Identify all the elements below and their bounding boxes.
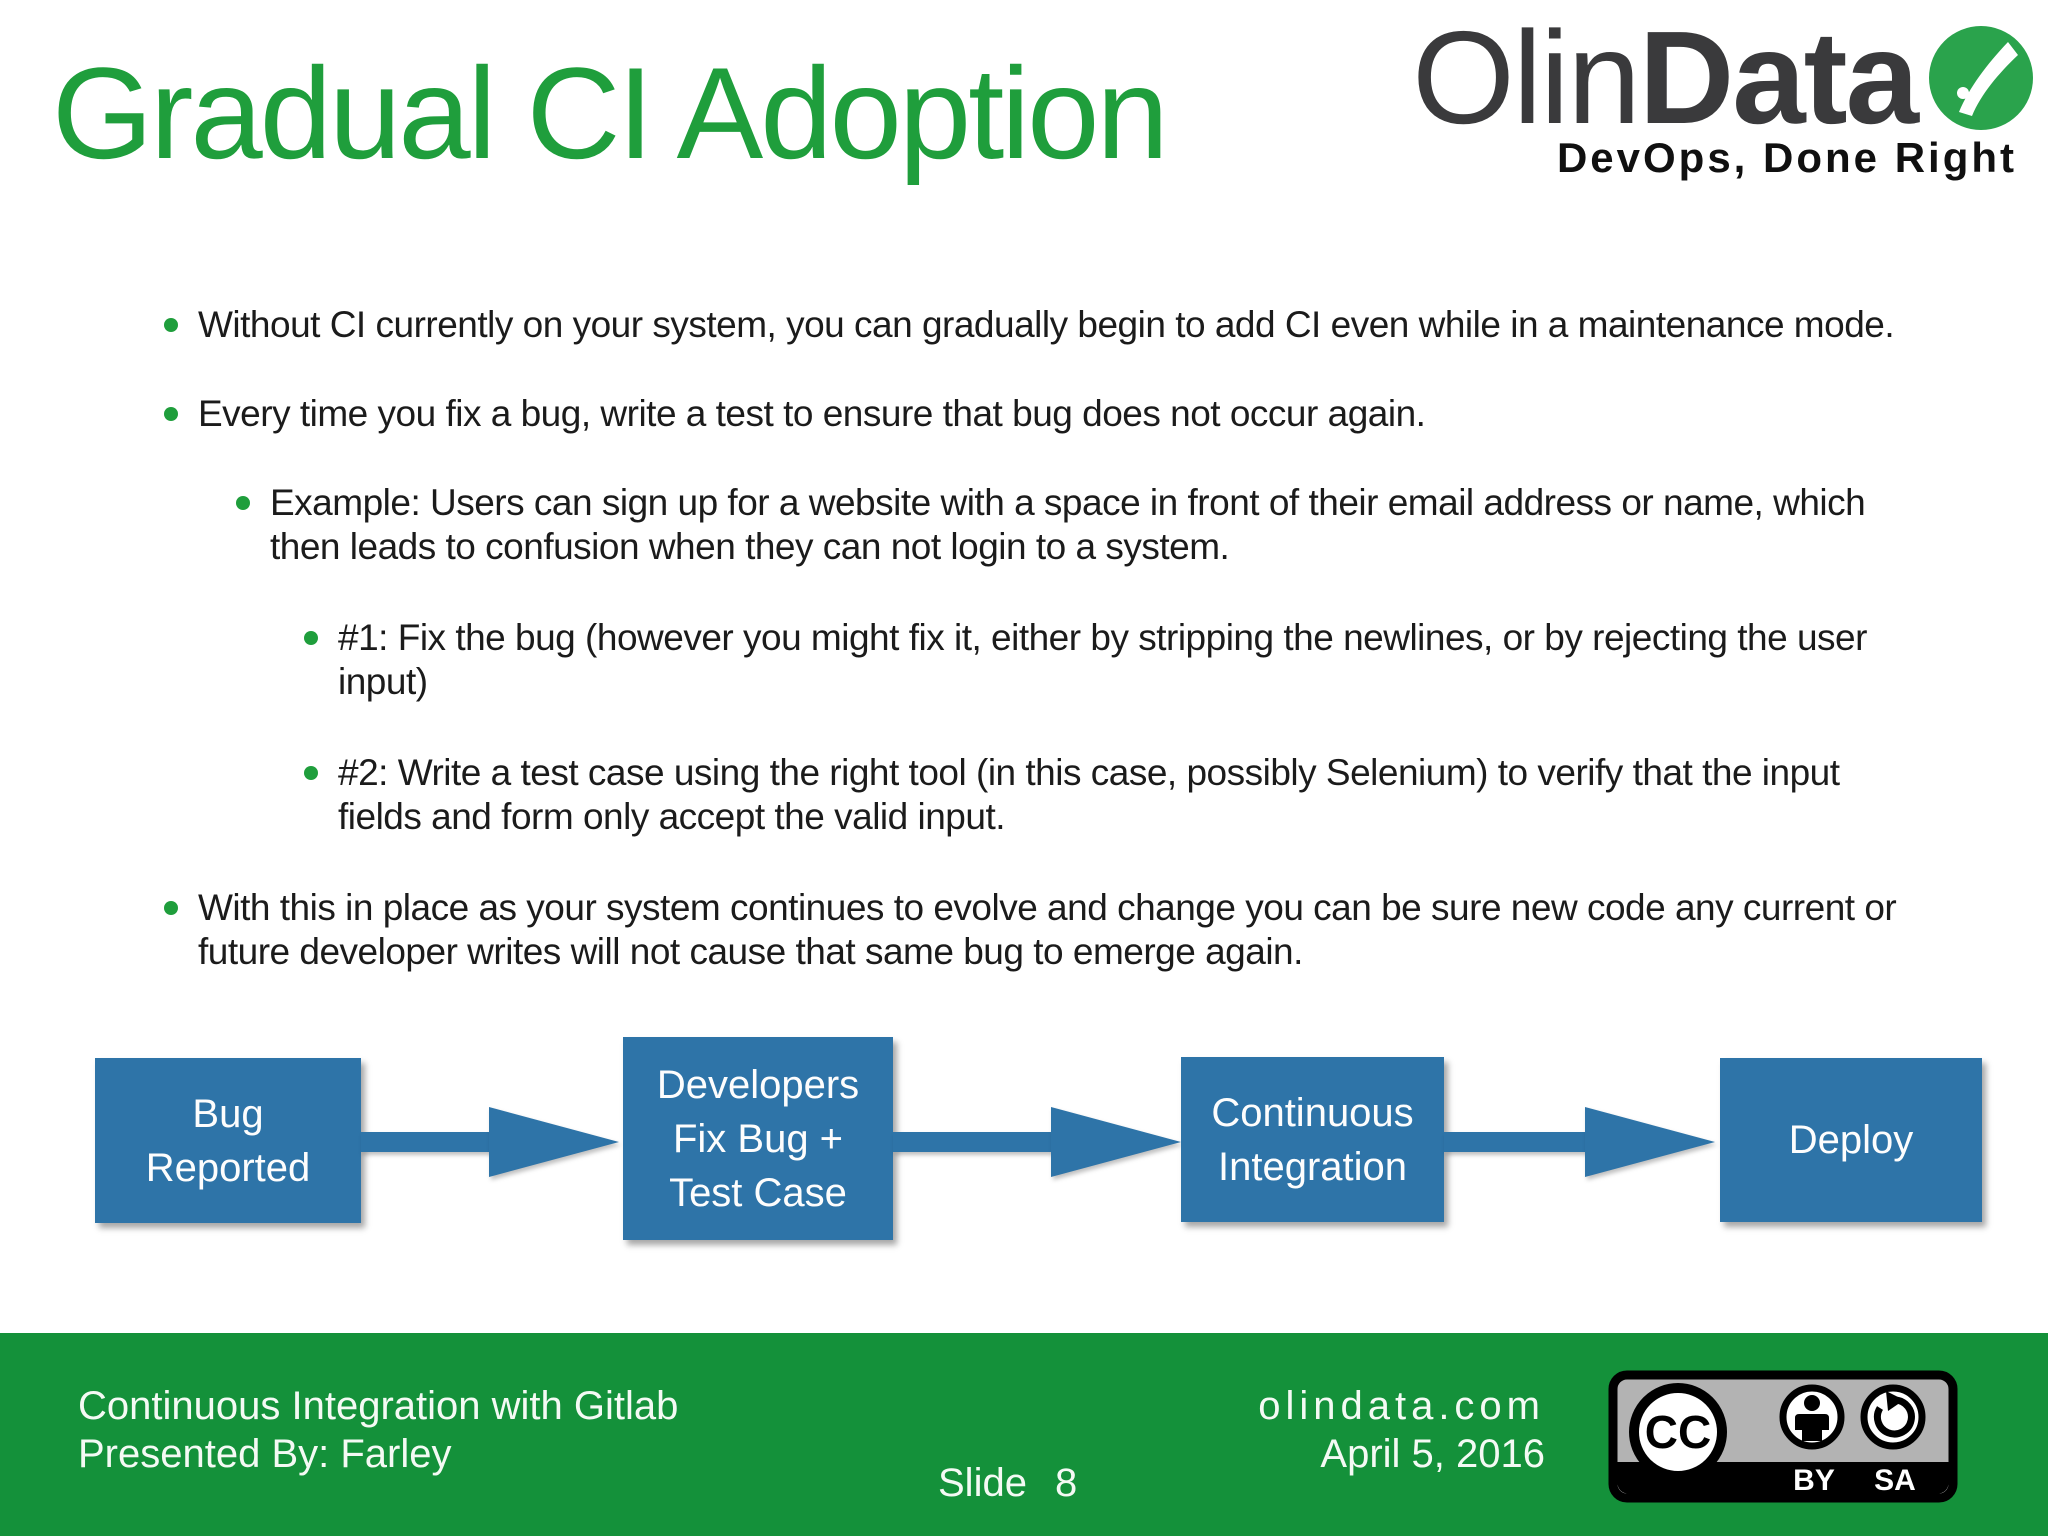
flow-arrow-head-icon xyxy=(489,1107,619,1177)
footer-date: April 5, 2016 xyxy=(1320,1432,1545,1476)
bullet-level1: With this in place as your system contin… xyxy=(164,886,1938,974)
flow-box-bug-reported: Bug Reported xyxy=(95,1058,361,1223)
slide-number-label: Slide xyxy=(938,1461,1027,1505)
bullet-level2: Example: Users can sign up for a website… xyxy=(236,481,1895,569)
flow-arrow xyxy=(1444,1132,1587,1152)
flow-arrow xyxy=(361,1132,491,1152)
olindata-logo: OlinData xyxy=(1412,12,2033,144)
bullet-text: #1: Fix the bug (however you might fix i… xyxy=(338,617,1867,702)
cc-icon: CC xyxy=(1629,1383,1727,1481)
cc-by-sa-badge: CC BY SA xyxy=(1608,1370,1958,1503)
bullet-dot-icon xyxy=(164,407,178,421)
bullet-text: Example: Users can sign up for a website… xyxy=(270,482,1866,567)
flow-box-deploy: Deploy xyxy=(1720,1058,1982,1222)
flow-arrow-head-icon xyxy=(1585,1107,1715,1177)
bullet-dot-icon xyxy=(164,318,178,332)
logo-text-light: Olin xyxy=(1412,4,1641,151)
logo-text-bold: Data xyxy=(1638,4,1919,151)
bullet-text: With this in place as your system contin… xyxy=(198,887,1897,972)
olindata-logo-text: OlinData xyxy=(1412,12,1919,144)
bullet-text: Without CI currently on your system, you… xyxy=(198,304,1895,345)
footer-presentation-title: Continuous Integration with Gitlab xyxy=(78,1384,679,1428)
bullet-level1: Every time you fix a bug, write a test t… xyxy=(164,392,1948,436)
footer-meta: olindata.com April 5, 2016 xyxy=(1258,1382,1545,1478)
bullet-dot-icon xyxy=(304,631,318,645)
slide-number-value: 8 xyxy=(1054,1461,1078,1505)
bullet-level3: #1: Fix the bug (however you might fix i… xyxy=(304,616,1903,704)
bullet-text: Every time you fix a bug, write a test t… xyxy=(198,393,1426,434)
bullet-text: #2: Write a test case using the right to… xyxy=(338,752,1840,837)
bullet-level1: Without CI currently on your system, you… xyxy=(164,303,1948,347)
footer-presenter: Presented By: Farley xyxy=(78,1432,452,1476)
flow-box-label: Developers Fix Bug + Test Case xyxy=(656,1062,860,1215)
by-text: BY xyxy=(1793,1464,1835,1497)
attribution-person-icon xyxy=(1779,1384,1845,1450)
logo-tagline: DevOps, Done Right xyxy=(1556,134,2017,181)
olindata-dolphin-icon xyxy=(1929,26,2033,130)
footer-bar: Continuous Integration with Gitlab Prese… xyxy=(0,1333,2048,1536)
slide-title: Gradual CI Adoption xyxy=(52,40,1169,186)
sa-text: SA xyxy=(1874,1464,1916,1497)
flow-arrow xyxy=(893,1132,1053,1152)
flow-box-continuous-integration: Continuous Integration xyxy=(1181,1057,1444,1222)
flow-box-label: Deploy xyxy=(1788,1118,1914,1162)
bullet-dot-icon xyxy=(236,496,250,510)
flow-arrow-head-icon xyxy=(1051,1107,1181,1177)
flow-box-label: Bug Reported xyxy=(145,1091,311,1190)
bullet-dot-icon xyxy=(164,901,178,915)
bullet-dot-icon xyxy=(304,766,318,780)
slide-number: Slide 8 xyxy=(938,1461,1077,1506)
flow-box-label: Continuous Integration xyxy=(1211,1090,1414,1189)
cc-text: CC xyxy=(1645,1406,1711,1458)
bullet-level3: #2: Write a test case using the right to… xyxy=(304,751,1893,839)
flow-box-developers-fix: Developers Fix Bug + Test Case xyxy=(623,1037,893,1240)
footer-website: olindata.com xyxy=(1258,1384,1545,1428)
footer-presentation-info: Continuous Integration with Gitlab Prese… xyxy=(78,1382,678,1478)
share-alike-icon xyxy=(1860,1384,1926,1450)
